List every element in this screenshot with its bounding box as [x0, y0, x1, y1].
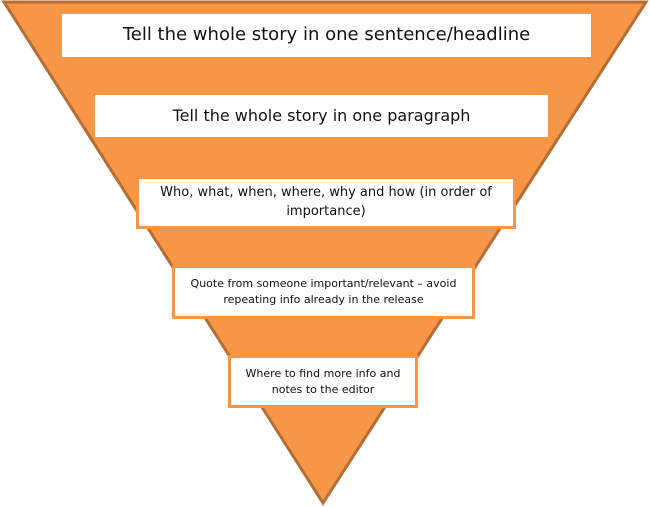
- level-1-text: Tell the whole story in one sentence/hea…: [122, 24, 531, 46]
- level-5-more-info: Where to find more info and notes to the…: [228, 355, 418, 408]
- level-2-paragraph: Tell the whole story in one paragraph: [95, 95, 548, 137]
- level-1-headline: Tell the whole story in one sentence/hea…: [62, 14, 591, 57]
- level-4-quote: Quote from someone important/relevant – …: [172, 265, 475, 319]
- level-3-five-ws: Who, what, when, where, why and how (in …: [136, 176, 516, 229]
- level-2-text: Tell the whole story in one paragraph: [172, 106, 471, 126]
- level-4-text: Quote from someone important/relevant – …: [190, 277, 457, 306]
- level-3-text: Who, what, when, where, why and how (in …: [160, 184, 492, 219]
- level-5-text: Where to find more info and notes to the…: [245, 366, 401, 396]
